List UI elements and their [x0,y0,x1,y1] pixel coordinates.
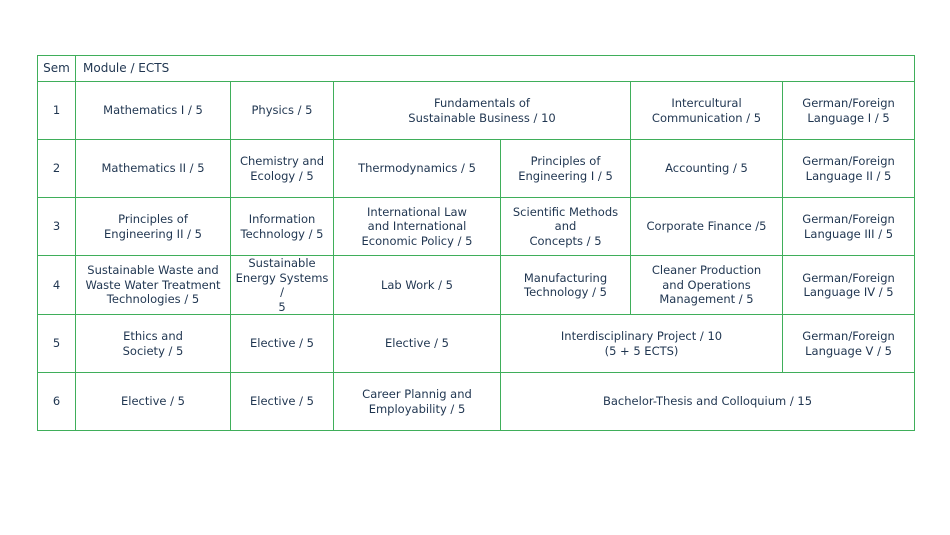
module-cell: Mathematics II / 5 [75,139,231,198]
module-cell: Lab Work / 5 [333,255,501,315]
semester-row-6: 6 Elective / 5 Elective / 5 Career Plann… [37,372,916,431]
semester-number: 3 [37,197,76,256]
semester-number: 1 [37,81,76,140]
module-cell: Bachelor-Thesis and Colloquium / 15 [499,372,916,431]
module-cell: Thermodynamics / 5 [333,139,501,198]
module-cell: Elective / 5 [333,314,501,373]
semester-number: 2 [37,139,76,198]
module-cell: Interdisciplinary Project / 10(5 + 5 ECT… [500,314,783,373]
curriculum-table: Sem Module / ECTS 1 Mathematics I / 5 Ph… [37,55,916,431]
module-cell: Physics / 5 [230,81,334,140]
semester-row-1: 1 Mathematics I / 5 Physics / 5 Fundamen… [37,81,916,140]
module-cell: Accounting / 5 [630,139,783,198]
module-cell: Corporate Finance /5 [630,197,783,256]
module-cell: Mathematics I / 5 [75,81,231,140]
module-cell: Elective / 5 [75,372,231,431]
module-header: Module / ECTS [74,55,916,82]
semester-number: 5 [37,314,76,373]
module-cell: Elective / 5 [230,372,334,431]
header-row: Sem Module / ECTS [37,55,916,82]
module-cell: Elective / 5 [230,314,334,373]
sem-header: Sem [37,55,76,82]
semester-number: 6 [37,372,76,431]
semester-number: 4 [37,255,76,315]
